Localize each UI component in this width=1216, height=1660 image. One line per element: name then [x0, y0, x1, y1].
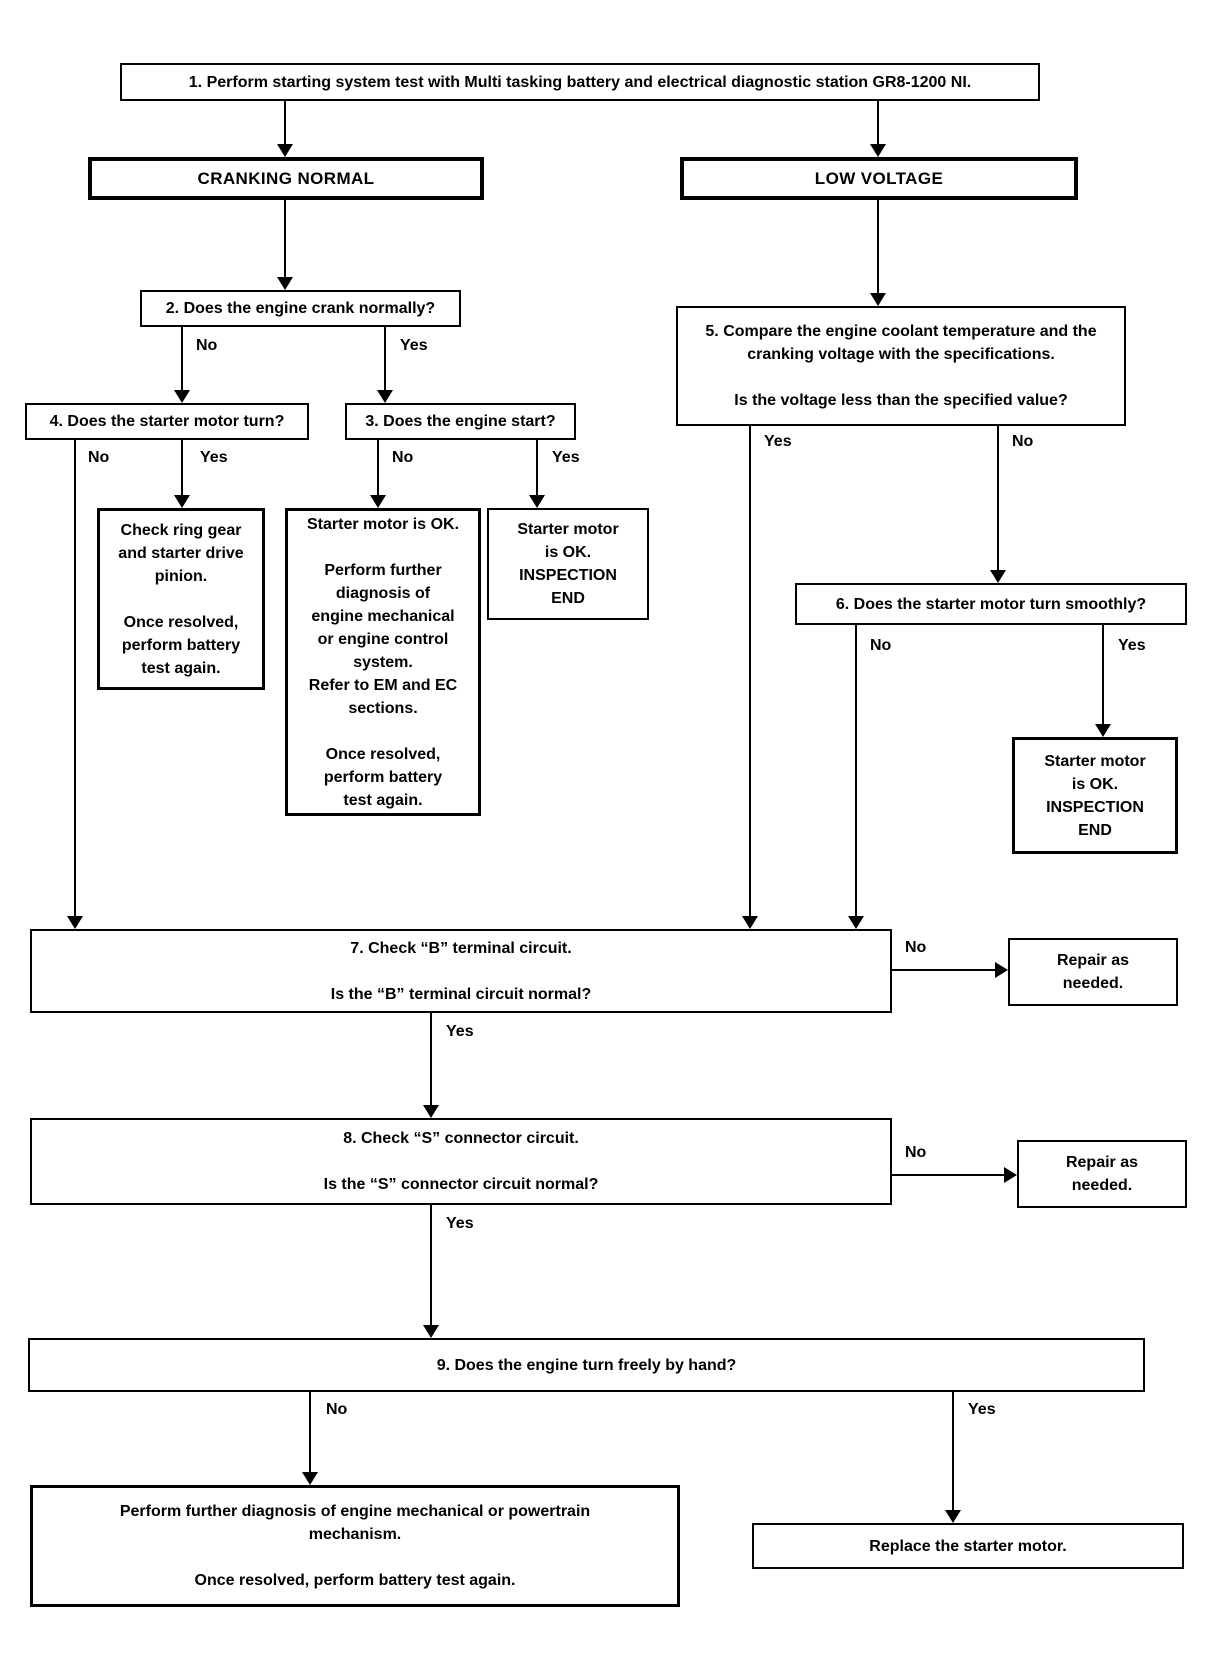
edge-step4-no	[74, 440, 76, 916]
arrowhead-step6-yes	[1095, 724, 1111, 737]
arrowhead-lowvoltage-step5	[870, 293, 886, 306]
edge-step8-no	[892, 1174, 1004, 1176]
edge-step8-yes	[430, 1205, 432, 1325]
edge-label-step3-yes: Yes	[552, 449, 580, 466]
edge-step1-cranking	[284, 101, 286, 144]
edge-label-step9-yes: Yes	[968, 1401, 996, 1418]
edge-label-step6-yes: Yes	[1118, 637, 1146, 654]
edge-label-step8-no: No	[905, 1144, 927, 1161]
edge-cranking-step2	[284, 200, 286, 277]
node-step4: 4. Does the starter motor turn?	[25, 403, 309, 440]
arrowhead-step9-yes	[945, 1510, 961, 1523]
node-starter-ok-end-right: Starter motor is OK. INSPECTION END	[1012, 737, 1178, 854]
node-low-voltage: LOW VOLTAGE	[680, 157, 1078, 200]
edge-step9-no	[309, 1392, 311, 1472]
arrowhead-step2-no	[174, 390, 190, 403]
edge-step9-yes	[952, 1392, 954, 1510]
node-starter-ok-end-left: Starter motor is OK. INSPECTION END	[487, 508, 649, 620]
edge-step7-yes	[430, 1013, 432, 1105]
node-step1: 1. Perform starting system test with Mul…	[120, 63, 1040, 101]
edge-label-step8-yes: Yes	[446, 1215, 474, 1232]
edge-label-step2-yes: Yes	[400, 337, 428, 354]
arrowhead-step1-cranking	[277, 144, 293, 157]
arrowhead-step2-yes	[377, 390, 393, 403]
arrowhead-step7-no	[995, 962, 1008, 978]
node-step6: 6. Does the starter motor turn smoothly?	[795, 583, 1187, 625]
edge-step2-no	[181, 327, 183, 390]
node-repair-s: Repair as needed.	[1017, 1140, 1187, 1208]
edge-label-step9-no: No	[326, 1401, 348, 1418]
edge-step4-yes	[181, 440, 183, 495]
edge-label-step5-no: No	[1012, 433, 1034, 450]
arrowhead-step6-no	[848, 916, 864, 929]
arrowhead-step5-no	[990, 570, 1006, 583]
arrowhead-step5-yes	[742, 916, 758, 929]
edge-label-step7-no: No	[905, 939, 927, 956]
node-step9: 9. Does the engine turn freely by hand?	[28, 1338, 1145, 1392]
arrowhead-cranking-step2	[277, 277, 293, 290]
edge-step5-no	[997, 426, 999, 570]
node-replace-starter: Replace the starter motor.	[752, 1523, 1184, 1569]
node-check-ring-gear: Check ring gear and starter drive pinion…	[97, 508, 265, 690]
edge-step5-yes	[749, 426, 751, 916]
edge-label-step2-no: No	[196, 337, 218, 354]
edge-step1-lowvoltage	[877, 101, 879, 144]
node-repair-b: Repair as needed.	[1008, 938, 1178, 1006]
edge-step6-no	[855, 625, 857, 916]
edge-label-step5-yes: Yes	[764, 433, 792, 450]
edge-step2-yes	[384, 327, 386, 390]
arrowhead-step4-no	[67, 916, 83, 929]
arrowhead-step4-yes	[174, 495, 190, 508]
arrowhead-step3-yes	[529, 495, 545, 508]
edge-label-step6-no: No	[870, 637, 892, 654]
arrowhead-step7-yes	[423, 1105, 439, 1118]
edge-step7-no	[892, 969, 995, 971]
node-step7: 7. Check “B” terminal circuit. Is the “B…	[30, 929, 892, 1013]
edge-label-step4-no: No	[88, 449, 110, 466]
arrowhead-step3-no	[370, 495, 386, 508]
arrowhead-step8-yes	[423, 1325, 439, 1338]
node-step3: 3. Does the engine start?	[345, 403, 576, 440]
node-step5: 5. Compare the engine coolant temperatur…	[676, 306, 1126, 426]
edge-label-step4-yes: Yes	[200, 449, 228, 466]
edge-label-step7-yes: Yes	[446, 1023, 474, 1040]
edge-step3-no	[377, 440, 379, 495]
edge-lowvoltage-step5	[877, 200, 879, 293]
edge-step6-yes	[1102, 625, 1104, 724]
edge-step3-yes	[536, 440, 538, 495]
node-cranking-normal: CRANKING NORMAL	[88, 157, 484, 200]
node-step2: 2. Does the engine crank normally?	[140, 290, 461, 327]
node-starter-ok-diagnosis: Starter motor is OK. Perform further dia…	[285, 508, 481, 816]
arrowhead-step9-no	[302, 1472, 318, 1485]
arrowhead-step1-lowvoltage	[870, 144, 886, 157]
arrowhead-step8-no	[1004, 1167, 1017, 1183]
node-step8: 8. Check “S” connector circuit. Is the “…	[30, 1118, 892, 1205]
edge-label-step3-no: No	[392, 449, 414, 466]
node-engine-mechanical: Perform further diagnosis of engine mech…	[30, 1485, 680, 1607]
